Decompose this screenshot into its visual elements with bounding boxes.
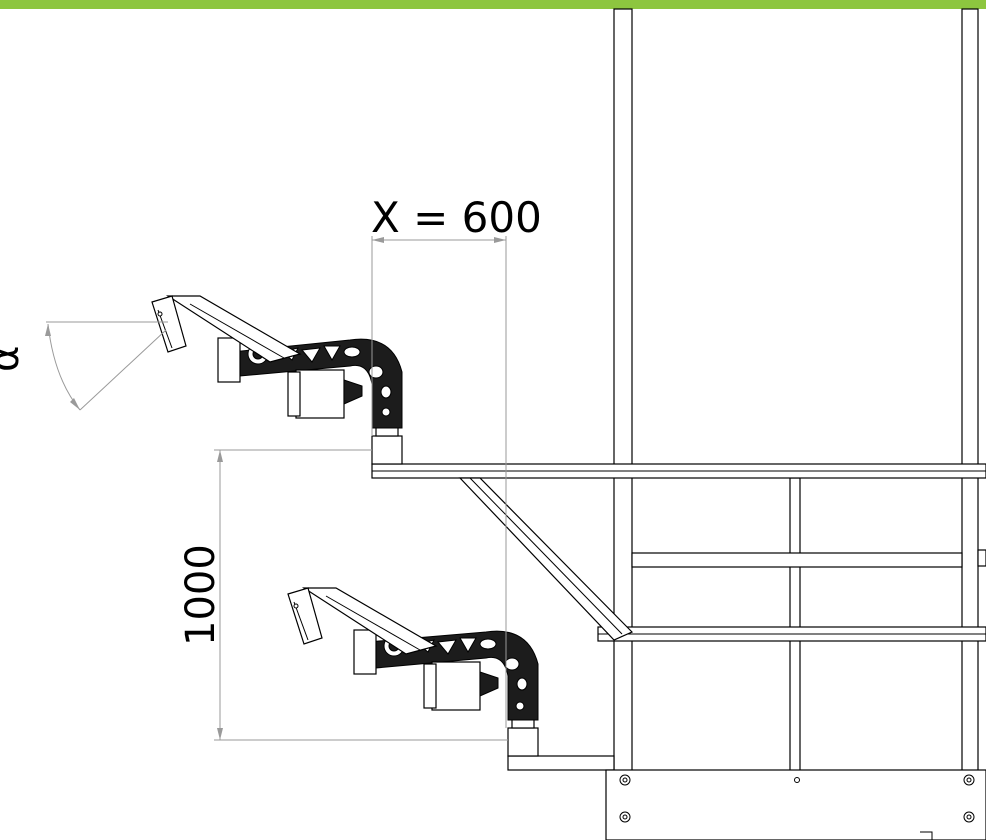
dimension-x — [371, 236, 507, 728]
angle-label: α — [0, 346, 28, 372]
support-frame — [371, 8, 986, 840]
upper-robot-unit — [151, 295, 403, 465]
dimension-angle — [45, 321, 168, 411]
dimension-vertical — [214, 449, 508, 741]
header-accent-bar — [0, 0, 986, 9]
x-offset-label: X = 600 — [371, 193, 542, 242]
vertical-offset-label: 1000 — [178, 544, 224, 646]
lower-robot-unit — [287, 587, 539, 757]
